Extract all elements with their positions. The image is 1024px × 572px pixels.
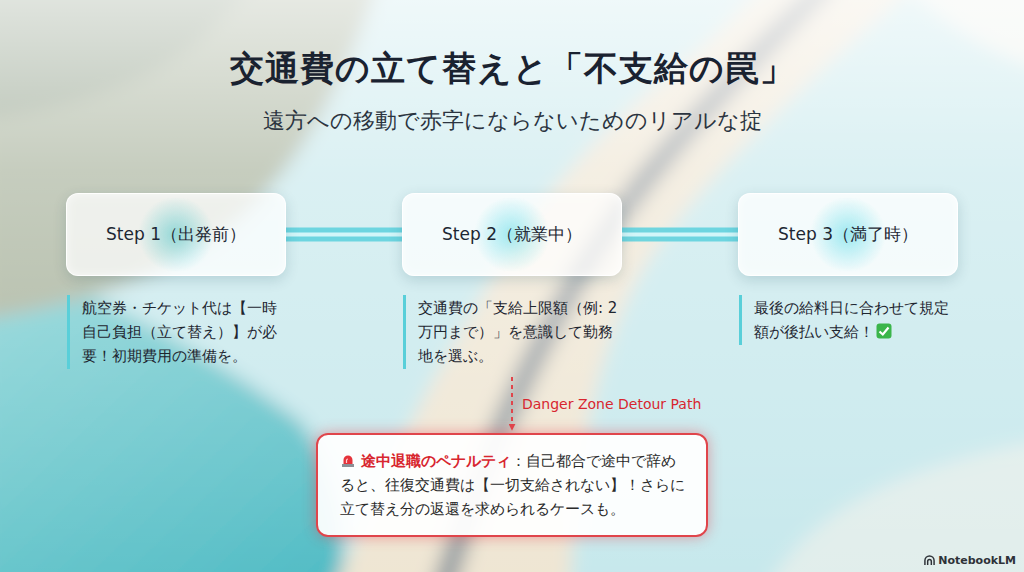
watermark: NotebookLM [938, 554, 1016, 567]
diagram-title: 交通費の立て替えと「不支給の罠」 [0, 46, 1024, 92]
step-heading: Step 3（満了時） [778, 223, 918, 246]
siren-base [342, 464, 354, 467]
connector [286, 234, 402, 235]
step-description: 航空券・チケット代は【一時自己負担（立て替え）】が必要！初期費用の準備を。 [82, 299, 277, 365]
watermark-icon [924, 555, 935, 566]
step-description: 交通費の「支給上限額（例: 2万円まで）」を意識して勤務地を選ぶ。 [418, 299, 617, 365]
check-mark [880, 328, 889, 335]
step-description-block: 交通費の「支給上限額（例: 2万円まで）」を意識して勤務地を選ぶ。 [403, 295, 618, 369]
step-description-block: 航空券・チケット代は【一時自己負担（立て替え）】が必要！初期費用の準備を。 [67, 295, 282, 369]
check-icon [876, 323, 892, 339]
watermark-glyph [925, 556, 934, 565]
subtitle: 遠方への移動で赤字にならないためのリアルな掟 [0, 106, 1024, 136]
connector-band [286, 228, 402, 242]
step-description-block: 最後の給料日に合わせて規定額が後払い支給！ [739, 295, 954, 345]
edge-label: Danger Zone Detour Path [522, 396, 701, 412]
connector-core [286, 233, 402, 237]
penalty-heading: 途中退職のペナルティ [361, 452, 511, 470]
connector-core [622, 233, 738, 237]
connector-band [622, 228, 738, 242]
step-description: 最後の給料日に合わせて規定額が後払い支給！ [754, 299, 949, 341]
step-box: Step 3（満了時）最後の給料日に合わせて規定額が後払い支給！ [738, 193, 958, 276]
step-box: Step 1（出発前）航空券・チケット代は【一時自己負担（立て替え）】が必要！初… [66, 193, 286, 276]
penalty-paragraph: 途中退職のペナルティ：自己都合で途中で辞めると、往復交通費は【一切支給されない】… [340, 449, 686, 521]
siren-dome [344, 456, 353, 465]
connector [622, 234, 738, 235]
siren-icon [340, 452, 356, 468]
check-square [877, 324, 892, 339]
step-box: Step 2（就業中）交通費の「支給上限額（例: 2万円まで）」を意識して勤務地… [402, 193, 622, 276]
step-heading: Step 1（出発前） [106, 223, 246, 246]
siren-light [347, 459, 349, 463]
connector [512, 377, 513, 430]
penalty-box: 途中退職のペナルティ：自己都合で途中で辞めると、往復交通費は【一切支給されない】… [316, 433, 708, 537]
dashed-arrow [511, 377, 513, 430]
step-heading: Step 2（就業中） [442, 223, 582, 246]
